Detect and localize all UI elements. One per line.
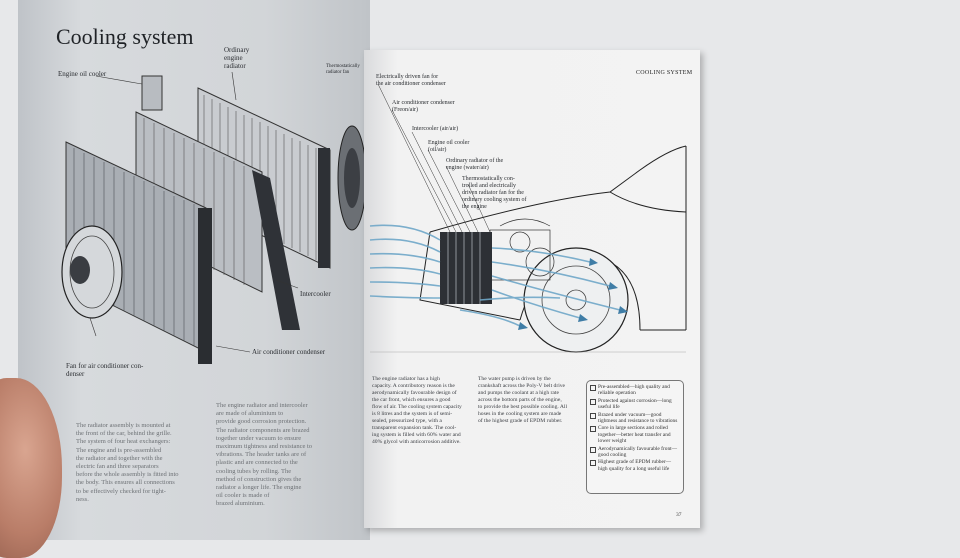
feature-item: Core in large sections and rolled togeth…: [590, 425, 680, 444]
page-title: Cooling system: [56, 24, 194, 49]
checkbox-icon: [590, 385, 596, 391]
photo-scene: Cooling system: [0, 0, 700, 558]
label-fan-ac: Fan for air conditioner con- denser: [66, 362, 144, 378]
features-box: Pre-assembled—high quality and reliable …: [586, 380, 684, 494]
heat-exchanger-pack: [440, 232, 492, 304]
left-text-col1: The radiator assembly is mounted at the …: [76, 422, 179, 503]
checkbox-icon: [590, 446, 596, 453]
thermostatic-fan-illustration: [337, 125, 367, 231]
front-wheel: [523, 247, 629, 353]
label-ac-condenser: Air conditioner condenser: [252, 348, 326, 356]
feature-item: Brazed under vacuum—good tightness and r…: [590, 412, 680, 425]
checkbox-icon: [590, 412, 596, 419]
label-right-ordinary-radiator: Ordinary radiator of the engine (water/a…: [446, 158, 504, 171]
checkbox-icon: [590, 398, 596, 405]
feature-item: Protected against corrosion—long useful …: [590, 398, 680, 411]
label-right-thermo-fan: Thermostatically con- trolled and electr…: [462, 176, 527, 210]
car-airflow-illustration: [369, 83, 687, 353]
airflow-streams: [369, 224, 621, 327]
checkbox-icon: [590, 460, 596, 467]
right-text-col1: The engine radiator has a high capacity.…: [372, 376, 462, 445]
label-intercooler: Intercooler: [300, 290, 331, 298]
intercooler-illustration: [135, 111, 300, 330]
label-thermostatic-fan: Thermostatically radiator fan: [326, 64, 360, 75]
oil-cooler-illustration: [141, 75, 163, 111]
label-electric-fan: Electrically driven fan for the air cond…: [376, 74, 446, 87]
feature-item: Aerodynamically favourable front—good co…: [590, 446, 680, 459]
feature-item: Pre-assembled—high quality and reliable …: [590, 384, 680, 397]
label-right-intercooler: Intercooler (air/air): [412, 126, 459, 132]
right-text-col2: The water pump is driven by the cranksha…: [478, 376, 568, 424]
ac-fan-illustration: [61, 225, 123, 319]
feature-item: Highest grade of EPDM rubber—high qualit…: [590, 459, 680, 472]
label-right-oil-cooler: Engine oil cooler (oil/air): [428, 140, 470, 153]
checkbox-icon: [590, 426, 596, 433]
page-number: 37: [676, 512, 682, 518]
radiator-illustration: [61, 71, 367, 364]
label-engine-oil-cooler: Engine oil cooler: [58, 70, 107, 78]
left-text-col2: The engine radiator and intercooler are …: [216, 402, 313, 508]
section-header: COOLING SYSTEM: [636, 70, 693, 76]
label-ordinary-radiator: Ordinary engine radiator: [224, 46, 250, 70]
label-right-ac-condenser: Air conditioner condenser (Freon/air): [392, 100, 455, 113]
airflow-arrowheads: [518, 258, 628, 330]
